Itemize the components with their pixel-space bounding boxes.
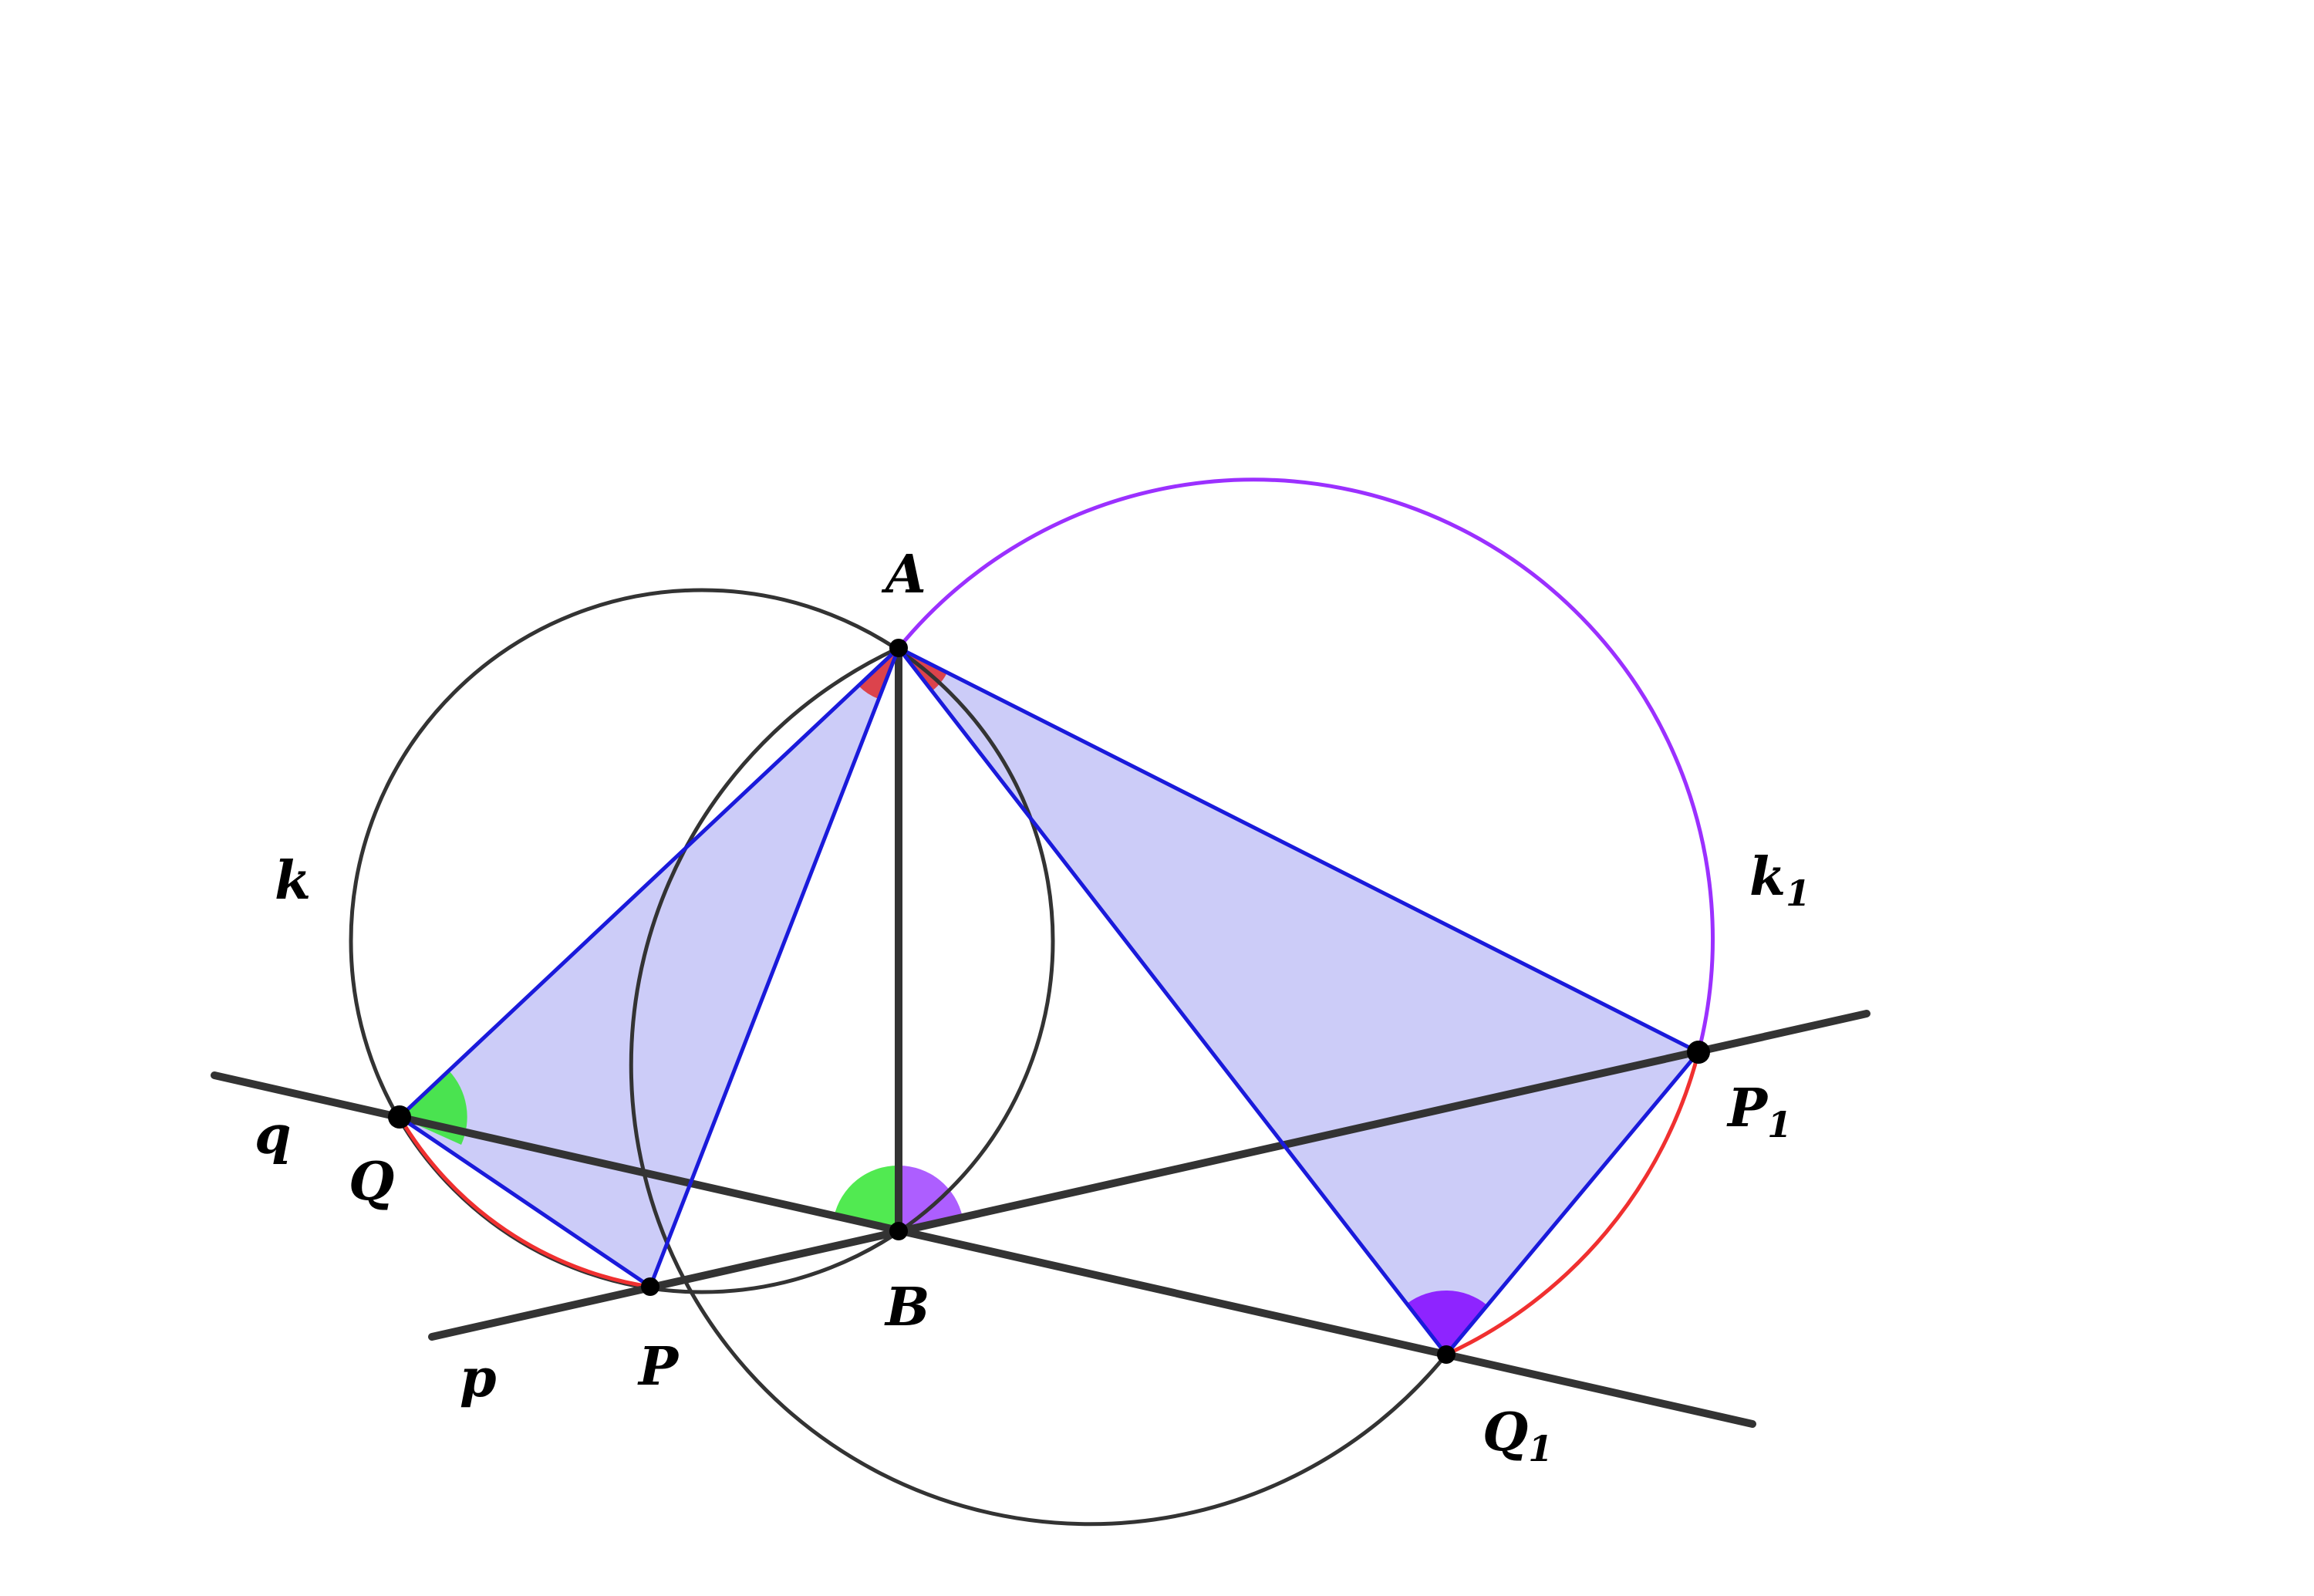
label-A: A	[881, 544, 926, 606]
label-Q1-sub: 1	[1528, 1428, 1553, 1469]
label-k: k	[275, 850, 311, 912]
angle-marker-Q1-purple	[1407, 1290, 1487, 1355]
point-P1	[1687, 1041, 1710, 1064]
point-P	[641, 1277, 659, 1296]
label-Q1-main: Q	[1483, 1402, 1528, 1463]
label-k1-sub: 1	[1786, 872, 1810, 914]
label-k1: k1	[1749, 846, 1810, 914]
triangle-AQP-edges	[396, 646, 901, 1290]
label-B: B	[884, 1277, 929, 1338]
circle-k1-purple-arc	[897, 477, 1715, 1053]
label-P: P	[637, 1336, 680, 1398]
point-A	[889, 639, 908, 657]
label-p: p	[460, 1348, 497, 1409]
label-k1-main: k	[1749, 846, 1786, 908]
point-Q1	[1437, 1345, 1456, 1364]
label-P1-sub: 1	[1767, 1104, 1792, 1146]
circle-k1-black-arc	[629, 646, 1448, 1527]
label-Q: Q	[349, 1151, 394, 1213]
label-q: q	[255, 1105, 292, 1166]
arc-Q-P-red	[397, 1115, 651, 1289]
point-B	[889, 1222, 908, 1240]
line-p	[428, 1010, 1870, 1341]
label-P1: P1	[1726, 1078, 1792, 1146]
angle-marker-A-red-left	[858, 648, 899, 699]
point-Q	[388, 1105, 411, 1129]
angle-marker-B-purple	[899, 1166, 963, 1231]
angle-marker-B-green	[834, 1165, 899, 1231]
triangle-AQ1P1	[899, 648, 1698, 1355]
label-Q1: Q1	[1483, 1402, 1553, 1469]
arc-Q1-P1-red	[1445, 1051, 1701, 1357]
circle-k	[349, 588, 1055, 1294]
label-P1-main: P	[1726, 1078, 1769, 1139]
triangle-AQ1P1-edges	[897, 646, 1702, 1358]
line-q	[211, 1071, 1756, 1428]
triangle-AQP	[400, 648, 899, 1287]
